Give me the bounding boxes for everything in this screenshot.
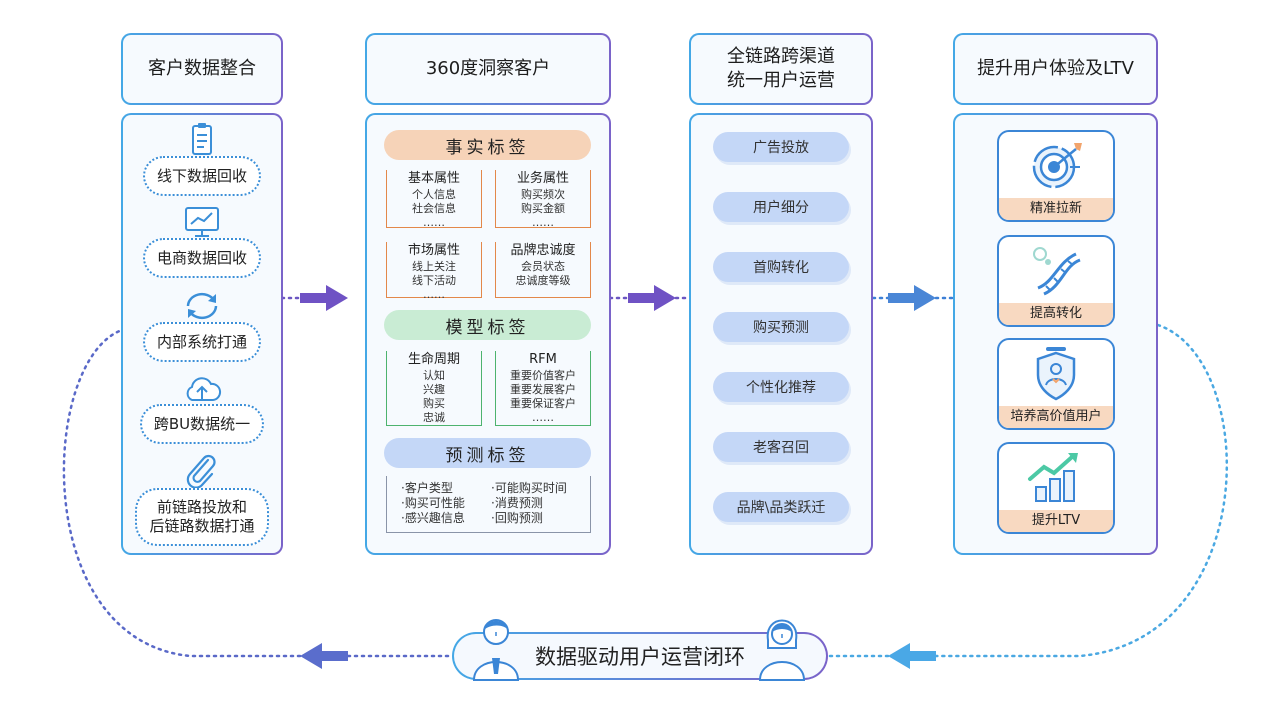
tag-box: 市场属性 线上关注 线下活动 …… xyxy=(386,242,482,301)
source-item-label-line1: 前链路投放和 xyxy=(156,498,247,516)
arrow-right-icon xyxy=(300,285,348,311)
outcome-card-label: 提升LTV xyxy=(999,510,1113,532)
tag-box-row: 购买金额 xyxy=(521,202,565,215)
tag-box-title: 业务属性 xyxy=(512,170,573,188)
column-title: 提升用户体验及LTV xyxy=(977,58,1134,79)
arrow-left-icon xyxy=(300,643,348,669)
predict-item: ·感兴趣信息 xyxy=(401,511,465,525)
column-header-data-integration: 客户数据整合 xyxy=(121,33,283,105)
operation-item: 老客召回 xyxy=(713,432,849,462)
outcome-card-label: 提高转化 xyxy=(999,303,1113,325)
column-title-line2: 统一用户运营 xyxy=(727,70,835,91)
operation-item: 用户细分 xyxy=(713,192,849,222)
tag-box-row: 忠诚度等级 xyxy=(515,274,571,287)
column-header-ltv: 提升用户体验及LTV xyxy=(953,33,1158,105)
predict-item: ·回购预测 xyxy=(491,511,543,525)
outcome-card: 精准拉新 xyxy=(997,130,1115,222)
source-item: 线下数据回收 xyxy=(132,122,272,196)
cloud-upload-icon xyxy=(186,377,222,401)
source-item-label-line2: 后链路数据打通 xyxy=(149,517,255,535)
source-item-label: 跨BU数据统一 xyxy=(139,404,265,444)
tag-box-row: 线下活动 xyxy=(412,274,456,287)
column-header-360-insight: 360度洞察客户 xyxy=(365,33,611,105)
arrow-left-icon xyxy=(888,643,936,669)
tag-box-row: 兴趣 xyxy=(423,383,445,396)
source-item-label: 前链路投放和 后链路数据打通 xyxy=(135,488,269,546)
tag-box-row: 忠诚 xyxy=(423,411,445,424)
growth-chart-icon xyxy=(1028,453,1078,502)
column-title-line1: 全链路跨渠道 xyxy=(727,46,835,67)
arrow-right-icon xyxy=(888,285,936,311)
tag-box-row: 购买 xyxy=(423,397,445,410)
model-tags-title: 模型标签 xyxy=(445,317,530,338)
predict-tags-banner: 预测标签 xyxy=(384,438,591,468)
tag-box-row: 购买频次 xyxy=(521,188,565,201)
target-icon xyxy=(1032,143,1082,189)
predict-tags-title: 预测标签 xyxy=(445,445,530,466)
source-item: 前链路投放和 后链路数据打通 xyxy=(132,454,272,546)
outcome-card-label: 培养高价值用户 xyxy=(999,406,1113,428)
person-male-icon xyxy=(472,619,520,681)
tag-box-row: 重要发展客户 xyxy=(510,383,576,396)
tag-box-title: 生命周期 xyxy=(403,351,464,369)
tag-box-row: 重要保证客户 xyxy=(510,397,576,410)
tag-box-row: 重要价值客户 xyxy=(510,369,576,382)
column-title: 360度洞察客户 xyxy=(425,58,551,79)
tag-box-row: …… xyxy=(532,411,554,424)
operation-item: 品牌\品类跃迁 xyxy=(713,492,849,522)
fact-tags-title: 事实标签 xyxy=(445,137,530,158)
source-item: 跨BU数据统一 xyxy=(132,370,272,444)
tag-box-row: …… xyxy=(423,288,445,301)
tag-box: 业务属性 购买频次 购买金额 …… xyxy=(495,170,591,229)
outcome-card: 提升LTV xyxy=(997,442,1115,534)
operation-item: 首购转化 xyxy=(713,252,849,282)
source-item-label: 内部系统打通 xyxy=(142,322,261,362)
source-item-label: 电商数据回收 xyxy=(142,238,261,278)
outcome-card: 提高转化 xyxy=(997,235,1115,327)
tag-box-row: 认知 xyxy=(423,369,445,382)
monitor-chart-icon xyxy=(185,207,219,237)
tag-box-row: 个人信息 xyxy=(412,188,456,201)
predict-tags-box: ·客户类型 ·购买可性能 ·感兴趣信息 ·可能购买时间 ·消费预测 ·回购预测 xyxy=(386,476,591,533)
tag-box-title: 品牌忠诚度 xyxy=(506,242,580,260)
operation-item: 个性化推荐 xyxy=(713,372,849,402)
tag-box: 生命周期 认知 兴趣 购买 忠诚 xyxy=(386,351,482,426)
model-tags-banner: 模型标签 xyxy=(384,310,591,340)
tag-box-title: 基本属性 xyxy=(403,170,464,188)
source-item-label: 线下数据回收 xyxy=(142,156,261,196)
predict-item: ·购买可性能 xyxy=(401,496,465,510)
predict-item: ·可能购买时间 xyxy=(491,481,567,495)
shield-user-icon xyxy=(1036,347,1076,401)
operation-item: 购买预测 xyxy=(713,312,849,342)
tag-box-title: RFM xyxy=(525,351,561,369)
predict-item: ·客户类型 xyxy=(401,481,453,495)
sync-icon xyxy=(186,292,218,320)
column-header-omnichannel: 全链路跨渠道 统一用户运营 xyxy=(689,33,873,105)
operation-item: 广告投放 xyxy=(713,132,849,162)
tag-box-row: 会员状态 xyxy=(521,260,565,273)
closed-loop-label: 数据驱动用户运营闭环 xyxy=(535,645,745,669)
predict-item: ·消费预测 xyxy=(491,496,543,510)
column-title: 客户数据整合 xyxy=(148,58,256,79)
tag-box: 基本属性 个人信息 社会信息 …… xyxy=(386,170,482,229)
tag-box-row: 线上关注 xyxy=(412,260,456,273)
tag-box: RFM 重要价值客户 重要发展客户 重要保证客户 …… xyxy=(495,351,591,426)
tag-box-row: …… xyxy=(532,216,554,229)
tag-box-row: 社会信息 xyxy=(412,202,456,215)
clipboard-icon xyxy=(192,123,212,155)
fact-tags-banner: 事实标签 xyxy=(384,130,591,160)
outcome-card: 培养高价值用户 xyxy=(997,338,1115,430)
tag-box-title: 市场属性 xyxy=(403,242,464,260)
dna-icon xyxy=(1033,247,1081,296)
outcome-card-label: 精准拉新 xyxy=(999,198,1113,220)
tag-box: 品牌忠诚度 会员状态 忠诚度等级 xyxy=(495,242,591,298)
source-item: 电商数据回收 xyxy=(132,204,272,278)
arrow-right-icon xyxy=(628,285,676,311)
tag-box-row: …… xyxy=(423,216,445,229)
person-female-icon xyxy=(758,619,806,681)
paperclip-icon xyxy=(186,454,216,489)
source-item: 内部系统打通 xyxy=(132,288,272,362)
